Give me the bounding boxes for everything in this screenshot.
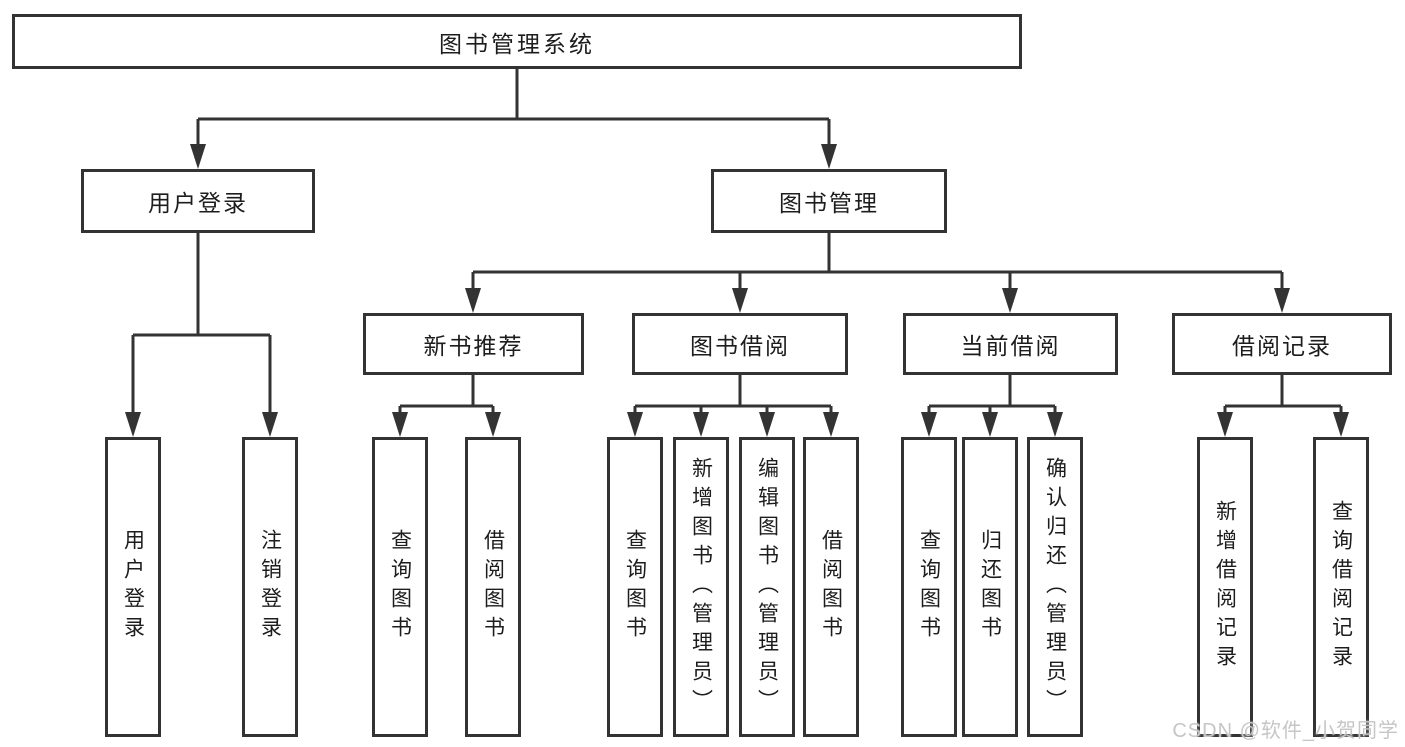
leaf-add-books-admin: 新增图书（管理员） — [673, 437, 729, 737]
leaf-label: 查询图书 — [623, 529, 647, 645]
leaf-label: 新增图书（管理员） — [689, 456, 713, 718]
arrowheads — [125, 144, 1349, 437]
leaf-label: 新增借阅记录 — [1213, 500, 1237, 674]
leaf-logout-login: 注销登录 — [242, 437, 298, 737]
leaf-label: 确认归还（管理员） — [1043, 456, 1067, 718]
leaf-label: 查询借阅记录 — [1329, 500, 1353, 674]
node-borrow-records: 借阅记录 — [1172, 313, 1392, 375]
leaf-label: 用户登录 — [121, 529, 145, 645]
leaf-label: 借阅图书 — [819, 529, 843, 645]
leaf-label: 注销登录 — [258, 529, 282, 645]
node-library-management-system: 图书管理系统 — [12, 14, 1022, 69]
leaf-label: 借阅图书 — [481, 529, 505, 645]
leaf-label: 归还图书 — [978, 529, 1002, 645]
node-user-login: 用户登录 — [81, 169, 315, 233]
leaf-user-login: 用户登录 — [105, 437, 161, 737]
leaf-label: 编辑图书（管理员） — [755, 456, 779, 718]
leaf-borrow-books: 借阅图书 — [803, 437, 859, 737]
leaf-borrow-books-recommend: 借阅图书 — [465, 437, 521, 737]
leaf-add-borrow-record: 新增借阅记录 — [1197, 437, 1253, 737]
leaf-query-borrow-record: 查询借阅记录 — [1313, 437, 1369, 737]
leaf-query-books-recommend: 查询图书 — [372, 437, 428, 737]
node-book-borrow: 图书借阅 — [632, 313, 848, 375]
leaf-edit-books-admin: 编辑图书（管理员） — [739, 437, 795, 737]
leaf-confirm-return-admin: 确认归还（管理员） — [1027, 437, 1083, 737]
node-new-book-recommend: 新书推荐 — [363, 313, 584, 375]
node-current-borrow: 当前借阅 — [903, 313, 1118, 375]
leaf-label: 查询图书 — [388, 529, 412, 645]
leaf-query-books-borrow: 查询图书 — [607, 437, 663, 737]
node-book-management: 图书管理 — [711, 169, 947, 233]
leaf-query-books-current: 查询图书 — [901, 437, 957, 737]
leaf-label: 查询图书 — [917, 529, 941, 645]
leaf-return-books: 归还图书 — [962, 437, 1018, 737]
